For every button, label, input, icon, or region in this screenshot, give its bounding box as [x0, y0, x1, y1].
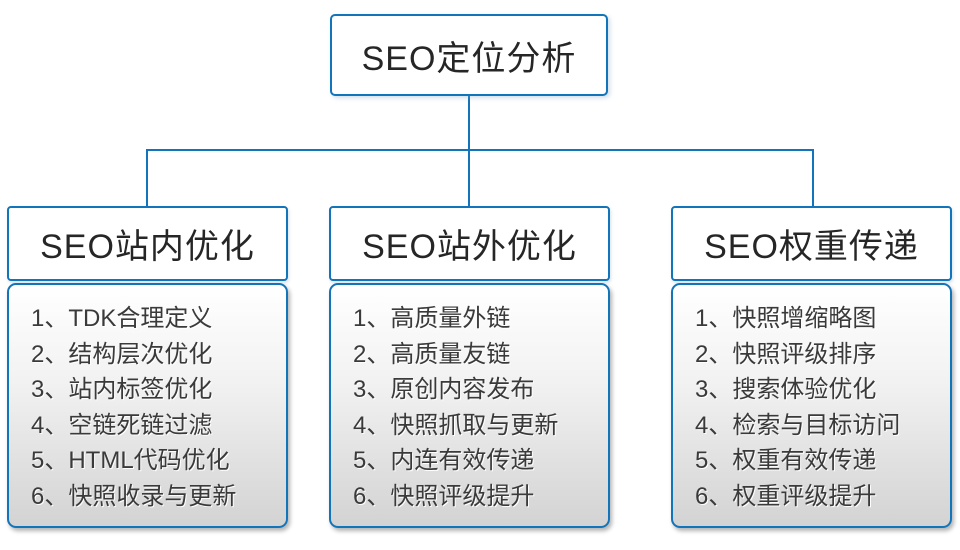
list-item: 3、站内标签优化 — [31, 376, 213, 403]
branch-onsite-header: SEO站内优化 — [7, 206, 288, 281]
root-node-label: SEO定位分析 — [361, 39, 577, 78]
list-item: 1、快照增缩略图 — [695, 305, 877, 332]
branch-offsite-header: SEO站外优化 — [329, 206, 610, 281]
root-node: SEO定位分析 — [330, 14, 608, 96]
list-item: 4、快照抓取与更新 — [353, 411, 559, 439]
connector-right-vertical — [812, 149, 814, 207]
list-item: 2、快照评级排序 — [695, 340, 877, 368]
list-item: 4、检索与目标访问 — [695, 411, 901, 439]
branch-offsite-title: SEO站外优化 — [362, 228, 577, 266]
list-item: 5、HTML代码优化 — [31, 447, 230, 474]
list-item: 1、TDK合理定义 — [31, 305, 213, 332]
list-item: 4、空链死链过滤 — [31, 411, 213, 439]
list-item: 2、结构层次优化 — [31, 340, 213, 368]
connector-left-vertical — [146, 149, 148, 207]
list-item: 5、内连有效传递 — [353, 447, 535, 474]
branch-onsite-title: SEO站内优化 — [40, 228, 255, 266]
branch-weight-header: SEO权重传递 — [671, 206, 952, 281]
branch-offsite: SEO站外优化 1、高质量外链 2、高质量友链 3、原创内容发布 4、快照抓取与… — [329, 206, 610, 528]
branch-weight-title: SEO权重传递 — [704, 228, 919, 266]
list-item: 3、原创内容发布 — [353, 376, 535, 403]
list-item: 6、权重评级提升 — [695, 482, 877, 510]
branch-weight-list: 1、快照增缩略图 2、快照评级排序 3、搜索体验优化 4、检索与目标访问 5、权… — [671, 283, 952, 528]
list-item: 1、高质量外链 — [353, 305, 511, 332]
branch-onsite-list: 1、TDK合理定义 2、结构层次优化 3、站内标签优化 4、空链死链过滤 5、H… — [7, 283, 288, 528]
list-item: 2、高质量友链 — [353, 340, 511, 368]
list-item: 6、快照评级提升 — [353, 482, 535, 510]
list-item: 3、搜索体验优化 — [695, 376, 877, 403]
branch-offsite-list: 1、高质量外链 2、高质量友链 3、原创内容发布 4、快照抓取与更新 5、内连有… — [329, 283, 610, 528]
branch-weight: SEO权重传递 1、快照增缩略图 2、快照评级排序 3、搜索体验优化 4、检索与… — [671, 206, 952, 528]
connector-root-vertical — [468, 95, 470, 207]
connector-horizontal — [146, 149, 814, 151]
branch-onsite: SEO站内优化 1、TDK合理定义 2、结构层次优化 3、站内标签优化 4、空链… — [7, 206, 288, 528]
list-item: 5、权重有效传递 — [695, 447, 877, 474]
list-item: 6、快照收录与更新 — [31, 482, 237, 510]
